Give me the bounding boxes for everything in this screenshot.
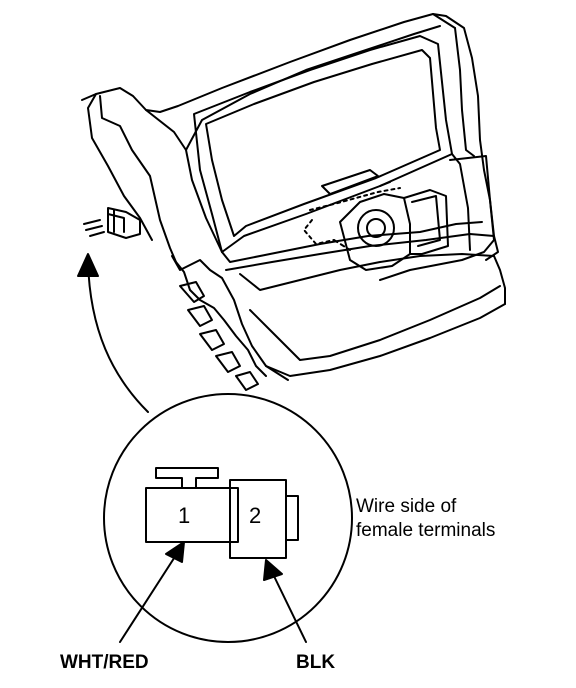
pointer-arrow-pin-1 xyxy=(119,541,185,643)
connector-face-detail xyxy=(145,467,299,559)
wiring-harness-connector-icon xyxy=(83,207,141,239)
side-tab xyxy=(285,495,299,541)
glove-box-assembly xyxy=(81,13,506,391)
pin-number-2: 2 xyxy=(249,503,262,528)
leader-arrow xyxy=(77,253,149,413)
caption-line-1: Wire side of xyxy=(356,496,457,517)
wire-color-label-pin-1: WHT/RED xyxy=(60,652,149,673)
wire-color-label-pin-2: BLK xyxy=(296,652,336,673)
pointer-arrow-pin-2 xyxy=(263,559,307,643)
caption-line-2: female terminals xyxy=(356,520,496,541)
pin-number-1: 1 xyxy=(178,503,191,528)
terminal-1-cavity xyxy=(145,487,239,543)
magnified-view-circle xyxy=(103,393,353,643)
wire-side-caption: Wire side of female terminals xyxy=(356,495,495,543)
